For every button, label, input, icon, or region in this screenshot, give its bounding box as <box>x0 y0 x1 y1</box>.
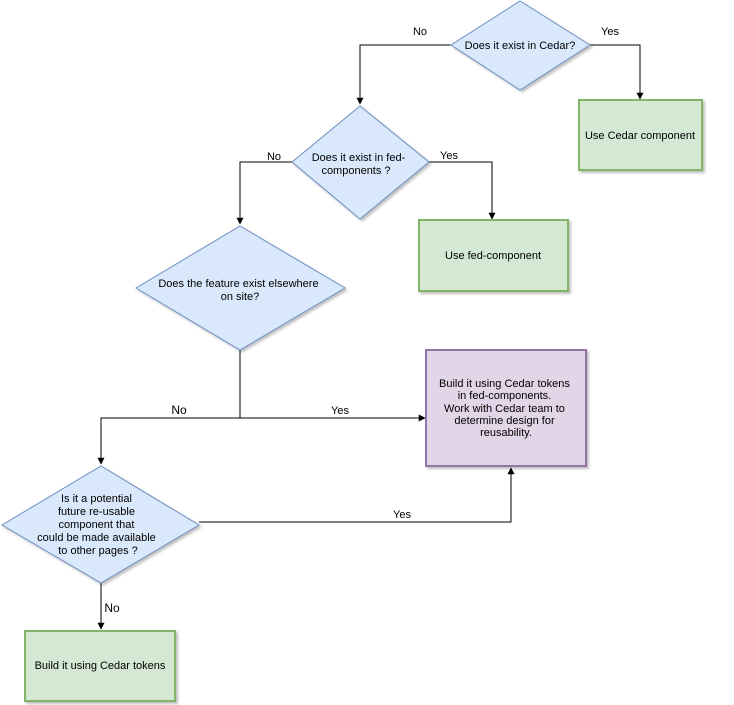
action-text-line: Work with Cedar team to <box>444 403 565 415</box>
decision-text: Does it exist in Cedar? <box>465 40 576 52</box>
action-text: Use Cedar component <box>585 130 695 142</box>
decision-text-line: components ? <box>321 165 390 177</box>
label-d2-no: No <box>267 151 281 163</box>
decision-feature-exists-elsewhere: Does the feature exist elsewhere on site… <box>135 225 346 351</box>
edge-d3-no <box>97 417 240 465</box>
action-text-line: Build it using Cedar tokens <box>439 378 570 390</box>
action-text-line: Build it using Cedar tokens <box>35 660 166 672</box>
action-shape <box>418 219 569 292</box>
label-d1-yes: Yes <box>601 26 619 38</box>
decision-shape <box>291 105 430 220</box>
decision-exists-in-fed-components: Does it exist in fed- components ? <box>291 105 430 220</box>
decision-potential-reusable: Is it a potential future re-usable compo… <box>1 465 200 584</box>
decision-text-line: component that <box>59 519 135 531</box>
decision-text-line: future re-usable <box>58 506 135 518</box>
decision-text-line: Does it exist in fed- <box>312 152 406 164</box>
decision-text: Does the feature exist elsewhere on site… <box>158 278 321 303</box>
action-text-line: Use Cedar component <box>585 130 695 142</box>
decision-text-line: on site? <box>221 291 260 303</box>
decision-shape <box>1 465 200 584</box>
label-d4-yes: Yes <box>393 509 411 521</box>
action-text: Build it using Cedar tokens in fed-compo… <box>439 378 573 439</box>
action-shape <box>425 349 587 467</box>
decision-text: Is it a potential future re-usable compo… <box>37 493 159 557</box>
label-d4-no: No <box>104 601 120 615</box>
action-build-with-cedar-tokens: Build it using Cedar tokens <box>24 630 176 702</box>
edge-d2-yes <box>429 161 496 220</box>
action-shape <box>578 99 703 171</box>
label-d1-no: No <box>413 26 427 38</box>
edge-d4-yes <box>199 467 515 523</box>
edge-d2-no <box>236 161 292 225</box>
decision-exists-in-cedar: Does it exist in Cedar? <box>450 0 591 91</box>
decision-text-line: Does the feature exist elsewhere <box>158 278 318 290</box>
label-d3-no: No <box>171 403 187 417</box>
decision-text-line: to other pages ? <box>58 545 138 557</box>
decision-text-line: Is it a potential <box>61 493 132 505</box>
action-text-line: reusability. <box>480 427 532 439</box>
decision-shape <box>450 0 591 91</box>
decision-text-line: Does it exist in Cedar? <box>465 40 576 52</box>
action-text-line: determine design for <box>454 415 555 427</box>
edge-d1-yes <box>590 44 644 100</box>
action-text-line: in fed-components. <box>458 390 552 402</box>
action-use-fed-component: Use fed-component <box>418 219 569 292</box>
action-text-line: Use fed-component <box>445 250 541 262</box>
action-text: Use fed-component <box>445 250 541 262</box>
action-use-cedar-component: Use Cedar component <box>578 99 703 171</box>
edge-d1-no <box>356 44 451 105</box>
decision-text: Does it exist in fed- components ? <box>312 152 409 177</box>
decision-shape <box>135 225 346 351</box>
action-text: Build it using Cedar tokens <box>35 660 166 672</box>
label-d3-yes: Yes <box>331 405 349 417</box>
action-shape <box>24 630 176 702</box>
decision-text-line: could be made available <box>37 532 156 544</box>
label-d2-yes: Yes <box>440 150 458 162</box>
action-build-with-cedar-tokens-fed: Build it using Cedar tokens in fed-compo… <box>425 349 587 467</box>
